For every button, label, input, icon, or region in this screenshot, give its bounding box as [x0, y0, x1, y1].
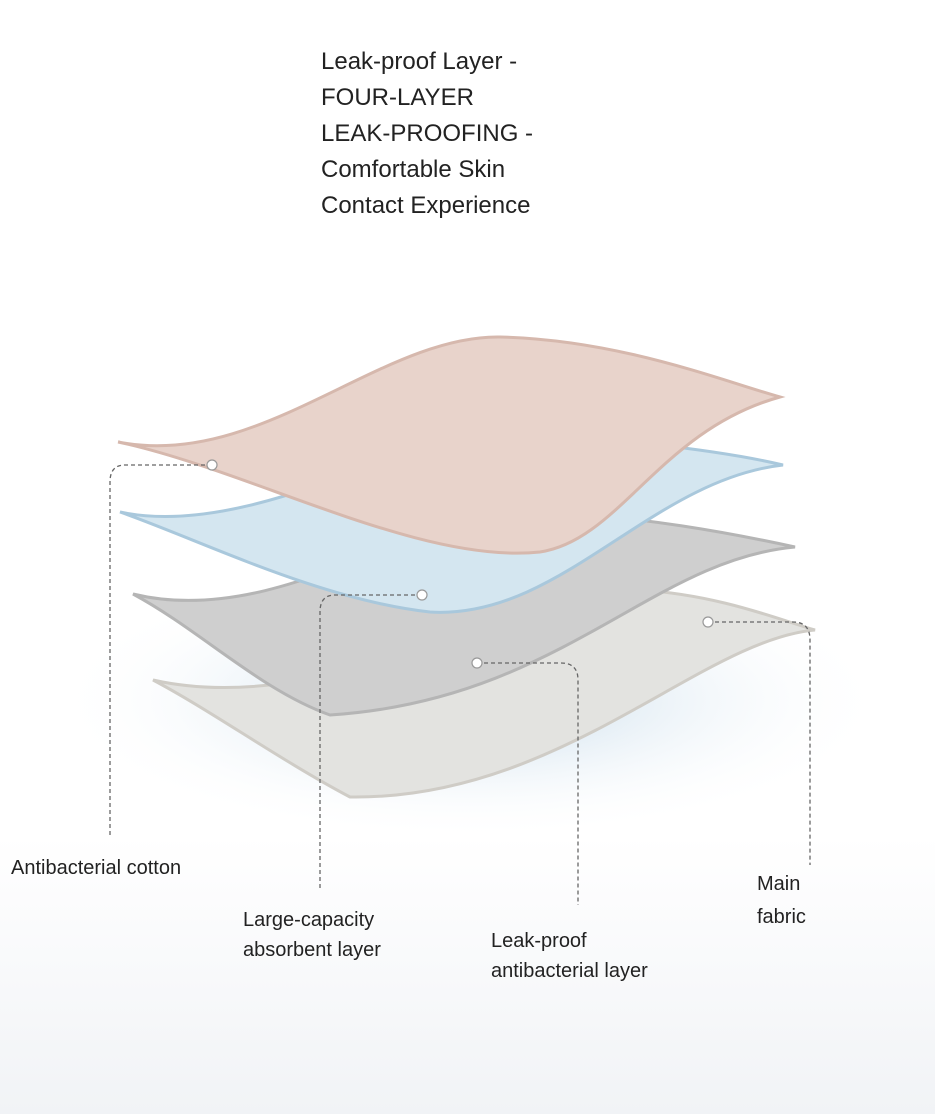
label-line: Large-capacity — [243, 909, 375, 931]
label-line: Main — [757, 873, 801, 895]
layer-antibacterial-cotton — [117, 335, 786, 555]
title-line: FOUR-LAYER — [321, 84, 474, 111]
marker-dot — [471, 657, 483, 669]
leader-lines — [109, 464, 811, 905]
label-line: antibacterial layer — [491, 960, 648, 982]
title-line: Contact Experience — [321, 192, 531, 219]
page-title: Leak-proof Layer - FOUR-LAYER LEAK-PROOF… — [321, 44, 533, 224]
title-line: Leak-proof Layer - — [321, 48, 518, 75]
label-line: Leak-proof — [491, 930, 587, 952]
label-absorbent-layer: Large-capacity absorbent layer — [243, 905, 381, 965]
label-antibacterial-cotton: Antibacterial cotton — [11, 853, 181, 883]
marker-dot — [702, 616, 714, 628]
title-line: LEAK-PROOFING - — [321, 120, 534, 147]
marker-dot — [416, 589, 428, 601]
label-line: absorbent layer — [243, 939, 381, 961]
title-line: Comfortable Skin — [321, 156, 506, 183]
label-leak-proof-layer: Leak-proof antibacterial layer — [491, 926, 648, 986]
marker-dot — [206, 459, 218, 471]
label-main-fabric: Main fabric — [757, 868, 806, 934]
label-line: Antibacterial cotton — [11, 857, 182, 879]
label-line: fabric — [757, 906, 806, 928]
